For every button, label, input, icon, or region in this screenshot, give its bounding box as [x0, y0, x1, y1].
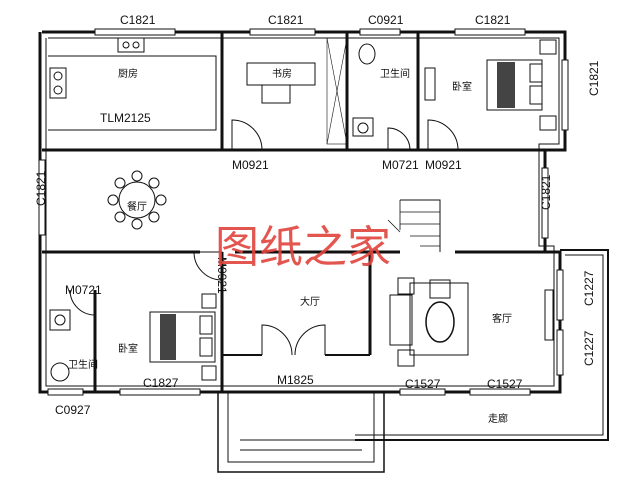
- stairs: [387, 199, 441, 252]
- code-kitchen-door: TLM2125: [100, 111, 151, 125]
- code-d-vertical: M0921: [215, 257, 229, 294]
- room-kitchen: 厨房: [118, 67, 138, 80]
- code-w-top-1: C1821: [120, 13, 156, 27]
- code-w-bath-bottom: C0927: [55, 403, 91, 417]
- code-w-right-1: C1227: [582, 270, 596, 306]
- room-labels: 厨房 书房 卫生间 卧室 餐厅 大厅 客厅 卧室 卫生间 走廊: [68, 67, 512, 425]
- study-desk: [246, 37, 348, 145]
- bed-bottom: [149, 293, 217, 381]
- room-hall: 大厅: [300, 295, 320, 308]
- bath-top-fixtures: [352, 43, 376, 137]
- room-corridor: 走廊: [488, 412, 508, 425]
- code-w-left: C1821: [34, 170, 48, 206]
- code-w-top-3: C0921: [368, 13, 404, 27]
- living-sofa: [389, 277, 554, 367]
- room-bath-top: 卫生间: [380, 67, 410, 80]
- dining-table: [107, 170, 167, 230]
- code-d-study: M0921: [232, 158, 269, 172]
- code-d-bath-bottom: M0721: [65, 283, 102, 297]
- room-study: 书房: [272, 67, 292, 80]
- code-d-main: M1825: [277, 373, 314, 387]
- code-w-right-2: C1227: [582, 330, 596, 366]
- room-dining: 餐厅: [127, 200, 147, 213]
- code-w-right-mid: C1821: [539, 174, 553, 210]
- code-w-top-2: C1821: [268, 13, 304, 27]
- room-bath-bottom: 卫生间: [68, 358, 98, 371]
- code-w-living-2: C1527: [487, 377, 523, 391]
- code-w-living-1: C1527: [405, 377, 441, 391]
- doors: [69, 119, 459, 356]
- room-bedroom-top: 卧室: [452, 80, 472, 93]
- code-d-bed-top: M0921: [425, 158, 462, 172]
- room-bedroom-bottom: 卧室: [118, 342, 138, 355]
- bath-bottom-fixtures: [49, 309, 71, 382]
- watermark: 图纸之家: [215, 222, 391, 273]
- code-w-bed-bottom: C1827: [143, 376, 179, 390]
- code-w-top-4: C1821: [475, 13, 511, 27]
- dimension-codes: C1821 C1821 C0921 C1821 C1821 TLM2125 M0…: [34, 13, 601, 417]
- kitchen-fixtures: [49, 37, 145, 99]
- code-d-bath-top: M0721: [382, 158, 419, 172]
- windows: [38, 28, 569, 396]
- code-w-right-top: C1821: [587, 60, 601, 96]
- room-living: 客厅: [492, 312, 512, 325]
- bed-top: [424, 39, 557, 131]
